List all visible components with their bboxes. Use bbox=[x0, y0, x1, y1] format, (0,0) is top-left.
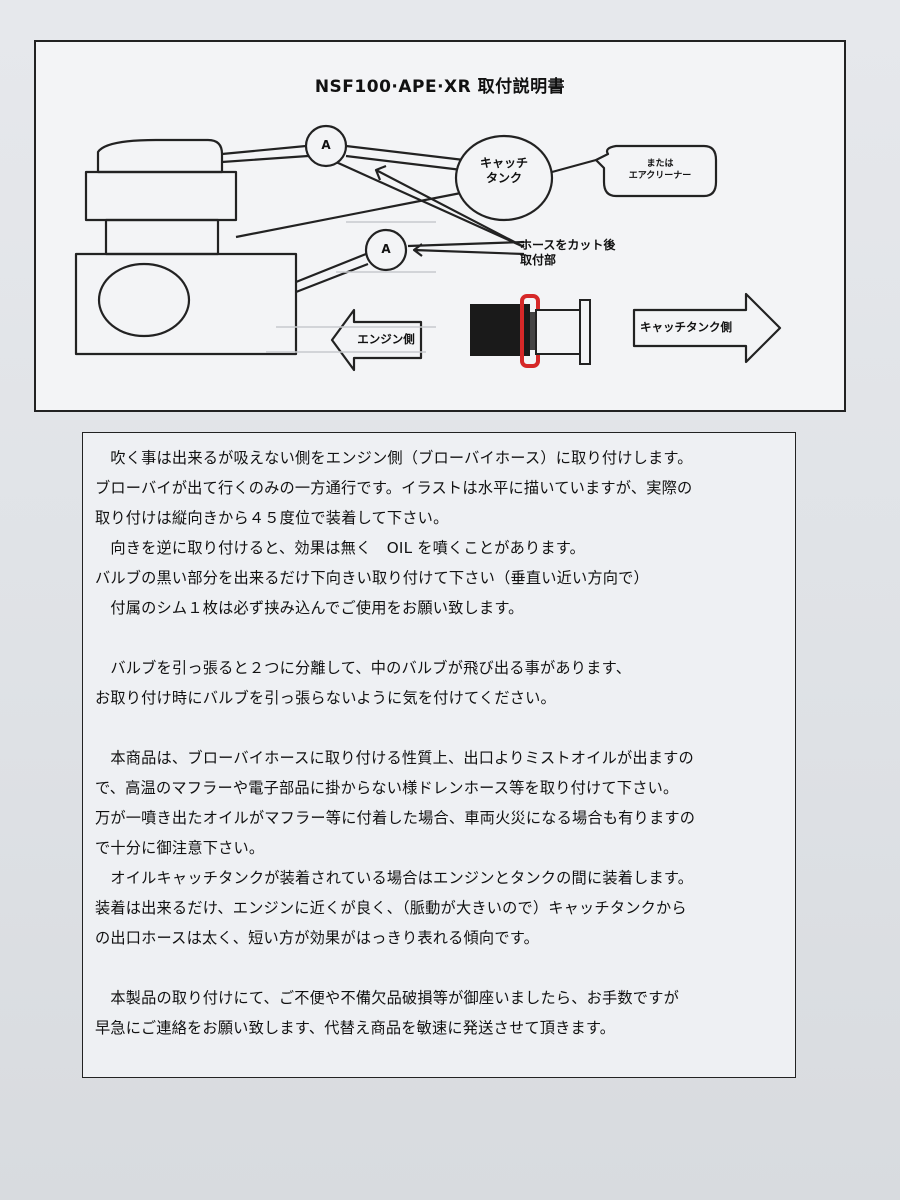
notice-line: 装着は出来るだけ、エンジンに近くが良く、（脈動が大きいので）キャッチタンクから bbox=[95, 899, 687, 917]
diagram-title: NSF100·APE·XR 取付説明書 bbox=[314, 77, 566, 97]
notice-line: お取り付け時にバルブを引っ張らないように気を付けてください。 bbox=[95, 689, 556, 707]
paragraph-gap bbox=[95, 953, 783, 983]
notice-line: 取り付けは縦向きから４５度位で装着して下さい。 bbox=[95, 509, 449, 527]
notice-line: 本製品の取り付けにて、ご不便や不備欠品破損等が御座いましたら、お手数ですが bbox=[95, 989, 679, 1007]
notice-line: 万が一噴き出たオイルがマフラー等に付着した場合、車両火災になる場合も有りますの bbox=[95, 809, 696, 827]
notice-line: バルブの黒い部分を出来るだけ下向きい取り付けて下さい（垂直い近い方向で） bbox=[95, 569, 649, 587]
engine-cylinder-shape bbox=[84, 170, 238, 222]
ghost-marks-shape bbox=[266, 221, 436, 353]
valve-a-lower-label: A bbox=[381, 242, 391, 256]
diagram-sheet: NSF100·APE·XR 取付説明書 A A キャッチ タンク または エアク… bbox=[34, 40, 846, 412]
valve-a-lower-shape bbox=[364, 228, 408, 272]
hose-lower-shape bbox=[295, 252, 369, 294]
notice-line: 吹く事は出来るが吸えない側をエンジン側（ブローバイホース）に取り付けします。 bbox=[95, 449, 693, 467]
air-cleaner-balloon-shape bbox=[594, 144, 718, 198]
one-way-valve-shape bbox=[470, 294, 591, 368]
notice-line: の出口ホースは太く、短い方が効果がはっきり表れる傾向です。 bbox=[95, 929, 539, 947]
valve-a-upper-label: A bbox=[321, 138, 331, 152]
engine-crankcase-shape bbox=[74, 252, 298, 356]
notice-line: 早急にご連絡をお願い致します、代替え商品を敏速に発送させて頂きます。 bbox=[95, 1019, 616, 1037]
installation-diagram bbox=[74, 124, 782, 372]
notice-line: 本商品は、ブローバイホースに取り付ける性質上、出口よりミストオイルが出ますの bbox=[95, 749, 694, 767]
pointer-arrow-lower-shape bbox=[412, 243, 525, 257]
hose-lower-to-right-shape bbox=[407, 240, 525, 248]
hose-tank-out-shape bbox=[551, 158, 597, 174]
notice-line: ブローバイが出て行くのみの一方通行です。イラストは水平に描いていますが、実際の bbox=[95, 479, 693, 497]
engine-block-neck-shape bbox=[104, 218, 220, 256]
engine-side-arrow-shape bbox=[330, 308, 423, 372]
engine-side-label: エンジン側 bbox=[357, 332, 415, 346]
catch-tank-side-arrow-shape bbox=[632, 292, 782, 364]
pointer-arrow-upper-shape bbox=[374, 164, 525, 248]
notice-line: で、高温のマフラーや電子部品に掛からない様ドレンホース等を取り付けて下さい。 bbox=[95, 779, 679, 797]
paragraph-gap bbox=[95, 713, 783, 743]
catch-tank-side-label: キャッチタンク側 bbox=[640, 320, 732, 334]
catch-tank-shape bbox=[454, 134, 554, 222]
hose-a-to-tank-shape bbox=[345, 144, 465, 172]
hose-upper-shape bbox=[221, 144, 309, 164]
air-cleaner-label: または エアクリーナー bbox=[628, 159, 692, 181]
valve-a-upper-shape bbox=[304, 124, 348, 168]
installation-notice: 吹く事は出来るが吸えない側をエンジン側（ブローバイホース）に取り付けします。 ブ… bbox=[82, 432, 796, 1078]
notice-line: で十分に御注意下さい。 bbox=[95, 839, 265, 857]
hose-cut-label: ホースをカット後 取付部 bbox=[520, 238, 616, 267]
catch-tank-label: キャッチ タンク bbox=[479, 156, 528, 185]
hose-diagonal-shape bbox=[335, 160, 525, 249]
engine-head-shape bbox=[96, 138, 224, 174]
notice-line: 付属のシム１枚は必ず挟み込んでご使用をお願い致します。 bbox=[95, 599, 524, 617]
hose-cross-shape bbox=[235, 190, 467, 239]
notice-line: オイルキャッチタンクが装着されている場合はエンジンとタンクの間に装着します。 bbox=[95, 869, 694, 887]
paragraph-gap bbox=[95, 623, 783, 653]
notice-line: バルブを引っ張ると２つに分離して、中のバルブが飛び出る事があります、 bbox=[95, 659, 632, 677]
engine-crank-cover-shape bbox=[97, 262, 191, 338]
notice-line: 向きを逆に取り付けると、効果は無く OIL を噴くことがあります。 bbox=[95, 539, 586, 557]
